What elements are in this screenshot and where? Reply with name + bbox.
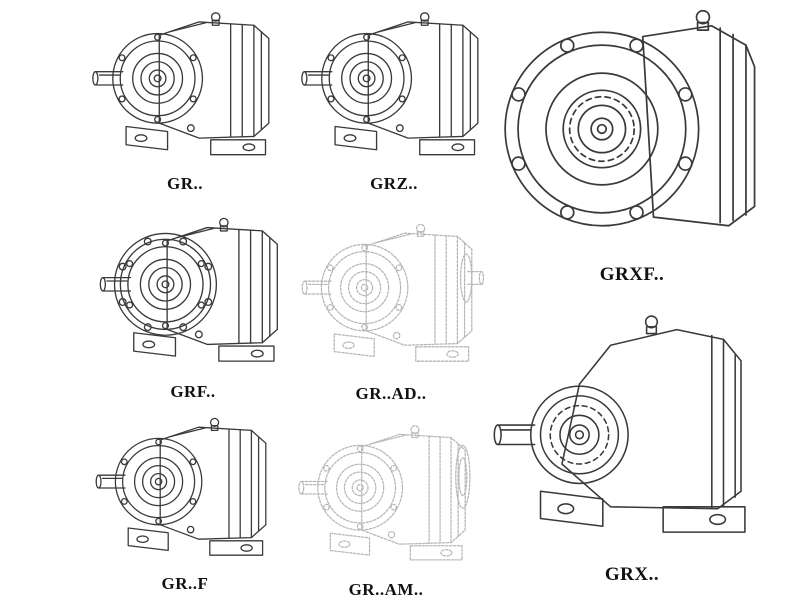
- gearbox-drawing-gram-icon: [288, 414, 484, 574]
- gearbox-cell-grad: GR..AD..: [288, 210, 494, 404]
- gearbox-label-gram: GR..AM..: [348, 580, 424, 599]
- gearbox-label-grad: GR..AD..: [355, 384, 427, 403]
- gearbox-drawing-gr-icon: [89, 2, 281, 168]
- gearbox-cell-grff: GR..F: [82, 408, 288, 594]
- gearbox-label-grz: GRZ..: [370, 174, 418, 193]
- gearbox-label-grxf: GRXF..: [599, 264, 665, 285]
- gearbox-cell-gram: GR..AM..: [286, 414, 486, 600]
- gearbox-cell-grxf: GRXF..: [482, 0, 782, 286]
- gearbox-drawing-grx-icon: [486, 296, 778, 558]
- gearbox-drawing-grad-icon: [291, 210, 491, 378]
- gearbox-label-grx: GRX..: [604, 564, 660, 585]
- gearbox-label-gr: GR..: [167, 174, 203, 193]
- gearbox-cell-grz: GRZ..: [294, 2, 494, 194]
- gearbox-drawing-grz-icon: [298, 2, 490, 168]
- gearbox-drawing-grf-icon: [97, 206, 289, 376]
- gearbox-cell-grf: GRF..: [90, 206, 296, 402]
- gearbox-drawing-grff-icon: [91, 408, 279, 568]
- gearbox-drawing-grxf-icon: [492, 0, 772, 258]
- gearbox-cell-grx: GRX..: [482, 296, 782, 586]
- gearbox-label-grff: GR..F: [161, 574, 209, 593]
- gearbox-cell-gr: GR..: [82, 2, 288, 194]
- gearbox-label-grf: GRF..: [170, 382, 216, 401]
